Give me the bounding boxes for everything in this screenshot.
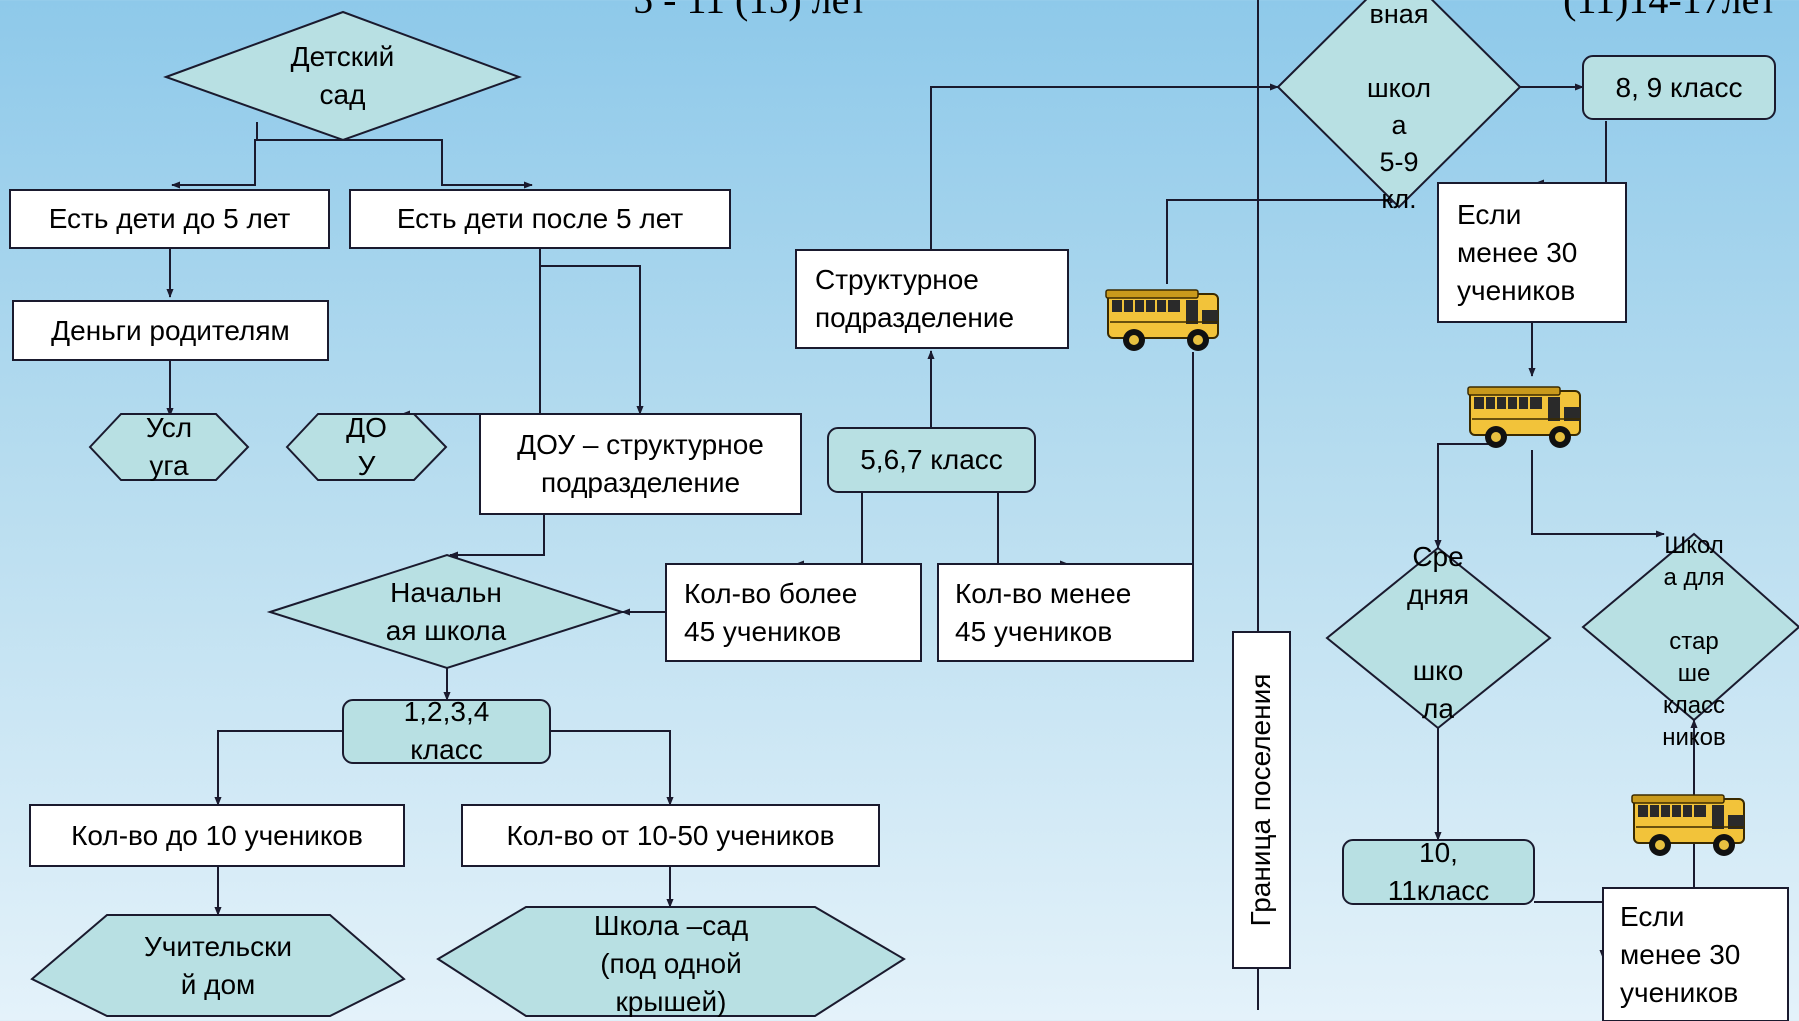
connector-grades57-less45: [997, 492, 1069, 568]
teacher-house-shape: [30, 914, 406, 1017]
from10to50-shape: [461, 804, 880, 867]
more45-shape: [665, 563, 922, 662]
grades-10-11-shape: [1342, 839, 1535, 905]
connector-bus-senior: [1531, 450, 1665, 538]
struct-unit-shape: [795, 249, 1069, 349]
grades-8-9-shape: [1582, 55, 1776, 120]
kids-over5-label: Есть дети после 5 лет: [396, 203, 684, 234]
grades-8-9-label: 8, 9 класс: [1615, 71, 1743, 103]
grades-1-4-shape: [342, 699, 551, 764]
school-bus-icon: [1467, 386, 1581, 449]
kindergarten-shape: [163, 10, 522, 142]
connector-grades-10to50: [550, 730, 674, 806]
header-left-age: 5 - 11 (15) лет: [590, 0, 910, 20]
connector-grades57-more45: [795, 492, 863, 568]
connector-bus-secondary: [1434, 443, 1493, 549]
kids-under5-shape: [9, 189, 330, 249]
connector-doustruct-primary: [449, 514, 545, 559]
connector-bus-basic: [1166, 196, 1399, 284]
grades-5-7-label: 5,6,7 класс: [860, 444, 1003, 475]
if-less30-bottom-shape: [1602, 887, 1789, 1021]
dou-struct-label: ДОУ – структурное подразделение: [517, 429, 764, 498]
connector-over5-dou: [401, 248, 541, 418]
from10to50-label: Кол-во от 10-50 учеников: [506, 819, 835, 851]
if-less30-top-shape: [1437, 182, 1627, 323]
primary-school-shape: [266, 553, 626, 670]
header-right-age: (11)14-17лет: [1525, 0, 1799, 20]
school-bus-icon: [1631, 794, 1745, 857]
connector-struct-basic: [930, 83, 1279, 250]
grades-5-7-shape: [827, 427, 1036, 493]
service-shape: [88, 413, 250, 481]
border-label: Граница поселения: [1245, 673, 1276, 927]
secondary-school-shape: [1325, 546, 1552, 730]
school-bus-icon: [1105, 289, 1219, 352]
dou-struct-shape: [479, 413, 802, 515]
school-garden-shape: [436, 906, 906, 1017]
connector-kindergarten-over5: [257, 139, 533, 189]
less45-shape: [937, 563, 1194, 662]
senior-school-shape: [1581, 532, 1799, 722]
money-parents-shape: [12, 300, 329, 361]
connector-grades89-less30: [1535, 121, 1607, 187]
upto10-label: Кол-во до 10 учеников: [71, 819, 363, 851]
dou-shape: [285, 413, 448, 481]
connector-kindergarten-under5: [171, 122, 258, 189]
connector-over5-doustruct: [540, 265, 644, 415]
connector-grades-upto10: [214, 730, 343, 806]
upto10-shape: [29, 804, 405, 867]
connector-grades1011-less30: [1534, 901, 1607, 959]
kids-over5-shape: [349, 189, 731, 249]
kids-under5-label: Есть дети до 5 лет: [48, 203, 291, 234]
border-label-shape: [1232, 631, 1291, 969]
grades-10-11-label: 10,11класс: [1387, 837, 1490, 906]
money-parents-label: Деньги родителям: [51, 314, 290, 346]
basic-school-shape: [1276, 0, 1522, 209]
